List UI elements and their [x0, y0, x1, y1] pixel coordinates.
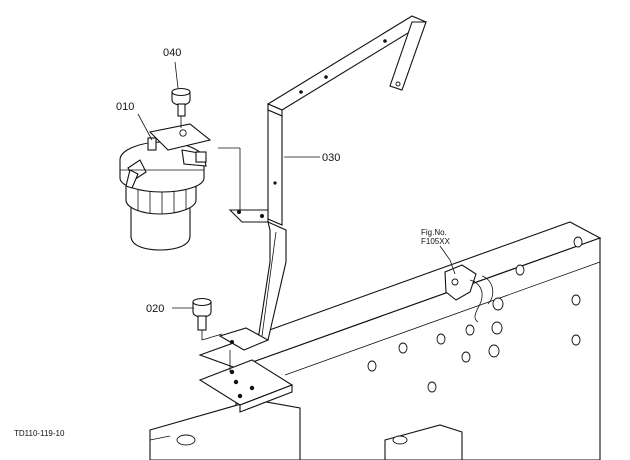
lower-frame-hole: [392, 435, 408, 445]
fuel-filter-010: [119, 123, 212, 251]
bracket-leg-edge: [261, 231, 277, 337]
filter-fitting: [147, 137, 157, 151]
frame-rail: [198, 221, 602, 460]
bracket-hole: [273, 181, 277, 185]
bracket-lower-leg: [257, 221, 287, 341]
leader-fig-ref: [439, 245, 456, 275]
bracket-hook-hole: [395, 81, 401, 87]
rail-bracket: [444, 264, 477, 301]
lower-frame-plate: [149, 399, 301, 460]
filter-top-plate: [148, 123, 212, 151]
bolt-040-shank: [177, 103, 186, 117]
frame-hole: [491, 321, 503, 335]
frame-hole: [427, 381, 437, 393]
frame-rail-edge: [284, 261, 601, 376]
callout-010: 010: [116, 101, 134, 113]
frame-hole: [367, 360, 377, 372]
mounting-plate: [198, 359, 294, 413]
frame-hole: [571, 294, 581, 306]
leader-lines: [137, 61, 456, 309]
bracket-hole: [383, 39, 387, 43]
frame-hole: [398, 342, 408, 354]
callout-030: 030: [322, 152, 340, 164]
rail-bracket-slot: [469, 279, 483, 323]
bolt-040: [171, 87, 191, 128]
lower-frame: [149, 399, 463, 460]
filter-outlet-nipple: [195, 151, 207, 163]
bolt-020-guide: [201, 333, 223, 341]
bracket-foot: [218, 327, 270, 351]
frame-hole: [465, 324, 475, 336]
bracket-hole: [299, 90, 303, 94]
callout-040: 040: [163, 47, 181, 59]
mounting-plate-hole: [237, 393, 243, 399]
lower-frame-right: [384, 424, 463, 460]
frame-hole: [571, 334, 581, 346]
figure-ref-caption: Fig.No.: [421, 228, 447, 237]
bracket-post: [267, 109, 283, 226]
frame-hole: [461, 351, 471, 363]
mounting-plate-hole: [229, 369, 235, 375]
frame-hole: [436, 333, 446, 345]
filter-cock-lever: [125, 169, 139, 189]
bracket-030: [218, 15, 428, 372]
frame-hole: [488, 344, 500, 358]
frame-hole: [515, 264, 525, 276]
rail-bracket-hole: [451, 278, 459, 286]
bracket-hole: [324, 75, 328, 79]
filter-plate-hole: [179, 129, 187, 137]
callout-020: 020: [146, 303, 164, 315]
leader-040: [174, 61, 179, 89]
frame-hole: [573, 236, 583, 248]
drawing-id: TD110-119-10: [14, 429, 65, 438]
lower-frame-hole: [176, 434, 196, 446]
mounting-plate-hole: [233, 379, 239, 385]
bolt-020-top: [192, 297, 212, 307]
bracket-tab-hole: [260, 214, 264, 218]
frame-hole: [492, 297, 504, 311]
bolt-040-top: [171, 87, 191, 97]
bracket-hook: [389, 21, 427, 91]
mounting-plate-hole: [249, 385, 255, 391]
callout-labels: 040 010 030 020 Fig.No. F105XX TD110-119…: [14, 47, 451, 438]
leader-010: [137, 113, 153, 141]
mounting-plate-side: [239, 384, 293, 413]
lower-frame-edge: [149, 435, 171, 441]
bolt-020-shank: [197, 315, 207, 331]
rail-bracket-slot: [481, 275, 494, 305]
figure-ref-number: F105XX: [421, 237, 451, 246]
bolt-020: [192, 297, 223, 341]
bracket-foot-hole: [230, 340, 234, 344]
